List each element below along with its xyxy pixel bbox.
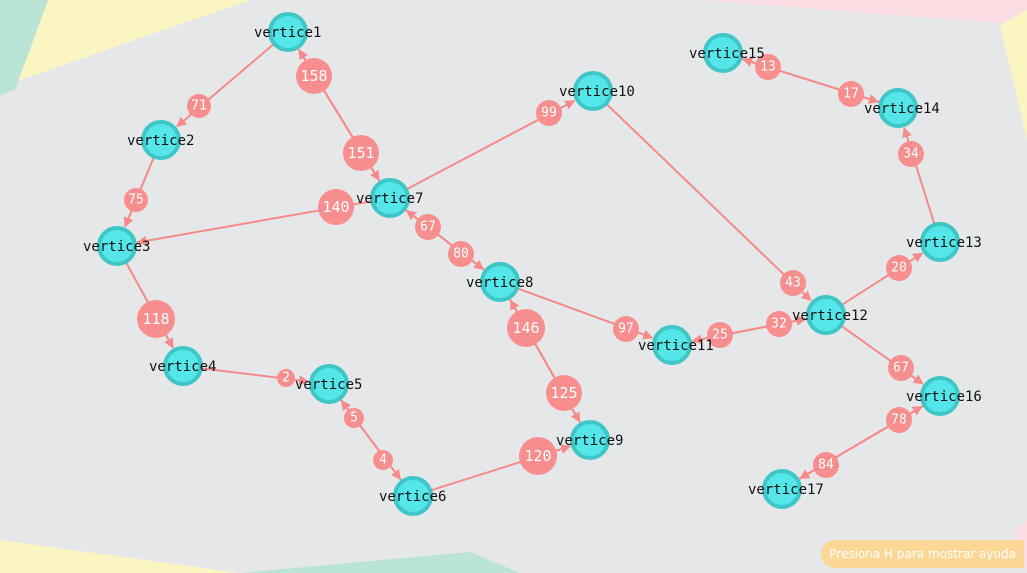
edge-weight-label: 120 <box>524 447 551 465</box>
edge-weight-vertice6-vertice5: 5 <box>344 408 364 428</box>
node-label-vertice8: vertice8 <box>466 275 533 291</box>
edge-weight-label: 32 <box>771 317 787 332</box>
edge-weight-label: 2 <box>282 371 290 386</box>
edge-weight-vertice7-vertice10: 99 <box>536 100 562 126</box>
edge-weight-label: 71 <box>191 99 207 114</box>
node-vertice13[interactable] <box>920 222 960 262</box>
edge-weight-vertice8-vertice11: 97 <box>613 316 639 342</box>
edge-weight-label: 146 <box>512 319 539 337</box>
edge-weight-vertice8-vertice7: 67 <box>415 214 441 240</box>
node-label-vertice6: vertice6 <box>379 489 446 505</box>
node-label-vertice11: vertice11 <box>638 338 714 354</box>
edge-weight-vertice7-vertice3: 140 <box>318 189 354 225</box>
help-hint: Presiona H para mostrar ayuda <box>821 540 1024 568</box>
node-label-vertice16: vertice16 <box>906 389 982 405</box>
edge-vertice10-vertice12 <box>605 102 812 302</box>
edge-vertice12-vertice13 <box>840 252 924 307</box>
node-label-vertice4: vertice4 <box>149 359 216 375</box>
edge-weight-vertice15-vertice14: 17 <box>838 81 864 107</box>
edge-weight-vertice5-vertice6: 4 <box>373 450 393 470</box>
edge-weight-vertice12-vertice11: 25 <box>707 322 733 348</box>
node-vertice1[interactable] <box>268 12 308 52</box>
edge-weight-vertice9-vertice8: 146 <box>507 309 545 347</box>
edge-weight-label: 20 <box>891 261 907 276</box>
node-vertice16[interactable] <box>920 376 960 416</box>
node-label-vertice12: vertice12 <box>792 308 868 324</box>
edge-weight-label: 99 <box>541 106 557 121</box>
edge-weight-label: 80 <box>453 247 469 262</box>
edge-weight-label: 67 <box>893 361 909 376</box>
edge-weight-vertice12-vertice16: 67 <box>888 355 914 381</box>
edge-weight-label: 97 <box>618 322 634 337</box>
node-label-vertice10: vertice10 <box>559 84 635 100</box>
node-vertice7[interactable] <box>370 178 410 218</box>
edge-weight-label: 118 <box>142 310 169 328</box>
edge-weight-vertice7-vertice1: 158 <box>296 58 332 94</box>
node-label-vertice5: vertice5 <box>295 377 362 393</box>
node-label-vertice1: vertice1 <box>254 25 321 41</box>
edge-weight-label: 125 <box>550 384 577 402</box>
edge-weight-vertice7-vertice8: 80 <box>448 241 474 267</box>
node-vertice14[interactable] <box>878 88 918 128</box>
edge-weight-label: 75 <box>128 193 144 208</box>
edge-weight-vertice14-vertice15: 13 <box>755 54 781 80</box>
edge-weight-label: 140 <box>322 198 349 216</box>
edge-weight-vertice12-vertice13: 20 <box>886 255 912 281</box>
node-label-vertice9: vertice9 <box>556 433 623 449</box>
edge-weight-vertice8-vertice9: 125 <box>546 375 582 411</box>
edge-weight-vertice10-vertice12: 43 <box>780 270 806 296</box>
node-label-vertice3: vertice3 <box>83 239 150 255</box>
edge-weight-label: 43 <box>785 276 801 291</box>
node-vertice2[interactable] <box>141 120 181 160</box>
node-label-vertice17: vertice17 <box>748 482 824 498</box>
edge-weight-label: 67 <box>420 220 436 235</box>
edge-weight-vertice17-vertice16: 78 <box>886 407 912 433</box>
node-vertice4[interactable] <box>163 346 203 386</box>
edge-weight-vertice4-vertice5: 2 <box>277 369 295 387</box>
node-vertice6[interactable] <box>393 476 433 516</box>
node-label-vertice2: vertice2 <box>127 133 194 149</box>
node-label-vertice13: vertice13 <box>906 235 982 251</box>
edge-weight-vertice6-vertice9: 120 <box>519 437 557 475</box>
node-vertice5[interactable] <box>309 364 349 404</box>
node-vertice11[interactable] <box>652 325 692 365</box>
edge-weight-label: 17 <box>843 87 859 102</box>
edge-weight-label: 4 <box>379 453 387 468</box>
node-label-vertice7: vertice7 <box>356 191 423 207</box>
edge-weight-label: 84 <box>818 458 834 473</box>
edge-weight-vertice16-vertice17: 84 <box>813 452 839 478</box>
edge-weight-vertice11-vertice12: 32 <box>766 311 792 337</box>
edge-weight-vertice2-vertice3: 75 <box>124 188 148 212</box>
node-vertice8[interactable] <box>480 262 520 302</box>
edge-weight-vertice13-vertice14: 34 <box>898 141 924 167</box>
edge-weight-label: 158 <box>300 67 327 85</box>
node-vertice15[interactable] <box>703 33 743 73</box>
node-vertice10[interactable] <box>573 71 613 111</box>
edge-weight-vertice3-vertice4: 118 <box>137 300 175 338</box>
node-vertice3[interactable] <box>97 226 137 266</box>
node-vertice17[interactable] <box>762 469 802 509</box>
node-label-vertice15: vertice15 <box>689 46 765 62</box>
edge-weight-label: 25 <box>712 328 728 343</box>
edge-weight-vertice1-vertice2: 71 <box>187 94 211 118</box>
node-vertice12[interactable] <box>806 295 846 335</box>
edge-weight-label: 151 <box>347 144 374 162</box>
edge-weight-label: 34 <box>903 147 919 162</box>
node-label-vertice14: vertice14 <box>864 101 940 117</box>
edge-weight-label: 13 <box>760 60 776 75</box>
edge-weight-vertice1-vertice7: 151 <box>343 135 379 171</box>
node-vertice9[interactable] <box>570 420 610 460</box>
edge-weight-label: 78 <box>891 413 907 428</box>
edge-weight-label: 5 <box>350 411 358 426</box>
